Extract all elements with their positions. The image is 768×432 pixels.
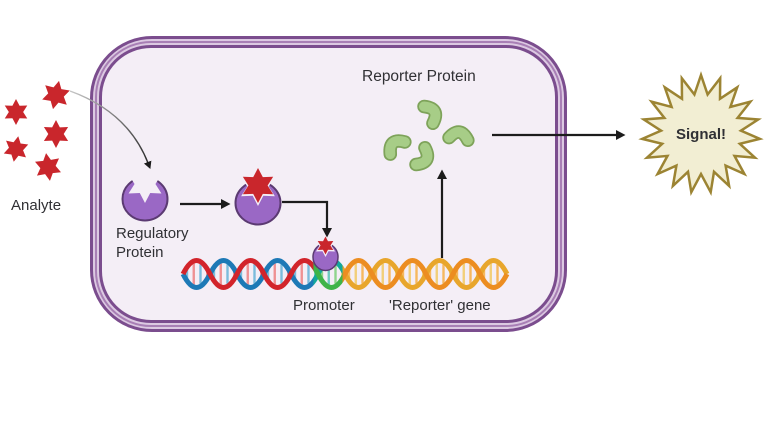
reporter-protein-blob-icon	[383, 134, 412, 161]
reporter-protein-blob-icon	[409, 140, 435, 172]
reporter-gene-label: 'Reporter' gene	[389, 297, 491, 314]
dna-strand	[180, 258, 510, 290]
dna-icon	[180, 258, 510, 290]
signal-label: Signal!	[675, 126, 726, 143]
analyte-bound-protein-icon	[234, 167, 282, 226]
analyte-star-icon	[43, 120, 69, 148]
arrow-bound-to-promoter	[282, 200, 332, 238]
promoter-label: Promoter	[293, 297, 355, 314]
signal-starburst-icon	[638, 71, 764, 197]
regulatory-protein-label: Regulatory Protein	[116, 225, 189, 261]
reporter-protein-label: Reporter Protein	[362, 68, 476, 85]
analyte-star-icon	[2, 134, 30, 164]
arrow-analyte-entry	[69, 90, 152, 170]
reporter-protein-blob-icon	[417, 99, 443, 131]
promoter-bound-protein-icon	[312, 235, 339, 272]
reporter-protein-blob-icon	[442, 125, 475, 148]
reporter-protein-blobs-icon	[383, 99, 475, 172]
regulatory-protein-icon	[121, 165, 169, 222]
analyte-label: Analyte	[11, 197, 62, 214]
analyte-star-icon	[34, 151, 62, 183]
cell-membrane	[90, 36, 567, 332]
analyte-star-icon	[4, 99, 28, 125]
analyte-stars-icon	[2, 78, 72, 183]
analyte-star-icon	[40, 78, 72, 112]
